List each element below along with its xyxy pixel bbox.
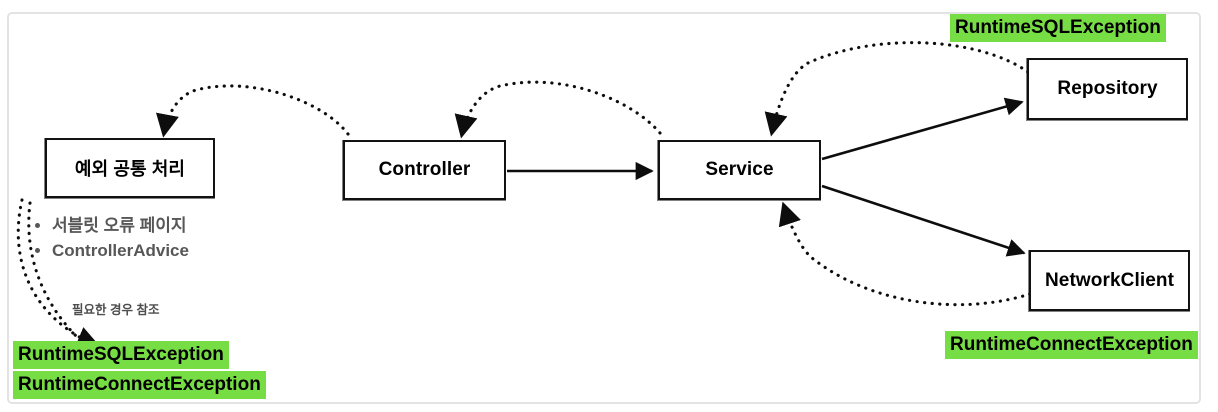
edge-network-client-to-service [778,201,1032,307]
edge-handler-to-sql-exception [16,198,101,349]
node-controller-label: Controller [378,159,471,180]
node-exception-handler[interactable]: 예외 공통 처리 [44,138,215,199]
edge-service-to-repository [821,97,1024,161]
edge-service-to-controller [454,80,662,139]
exception-handler-bullet-list: 서블릿 오류 페이지 ControllerAdvice [30,213,189,263]
edge-service-to-network-client [821,184,1026,257]
bullet-label-controller-advice: ControllerAdvice [52,241,189,260]
edge-controller-to-exception-handler [156,84,350,138]
node-repository[interactable]: Repository [1026,58,1188,121]
annotation-reference-note: 필요한 경우 참조 [72,303,160,317]
node-controller[interactable]: Controller [342,140,506,201]
node-service[interactable]: Service [657,140,821,201]
list-item: ControllerAdvice [52,238,189,263]
bullet-label-servlet-error-page: 서블릿 오류 페이지 [52,216,187,235]
node-repository-label: Repository [1057,78,1158,99]
exception-label-runtime-sql-top-right: RuntimeSQLException [950,14,1166,42]
exception-label-runtime-sql-bottom-left: RuntimeSQLException [13,341,229,369]
node-exception-handler-label: 예외 공통 처리 [74,159,186,179]
edge-repository-to-service [764,41,1030,137]
exception-label-runtime-connect-bottom-right: RuntimeConnectException [945,331,1198,359]
node-network-client[interactable]: NetworkClient [1028,250,1190,312]
list-item: 서블릿 오류 페이지 [52,213,189,238]
node-service-label: Service [705,159,774,180]
exception-label-runtime-connect-bottom-left: RuntimeConnectException [13,371,266,399]
node-network-client-label: NetworkClient [1044,269,1175,291]
